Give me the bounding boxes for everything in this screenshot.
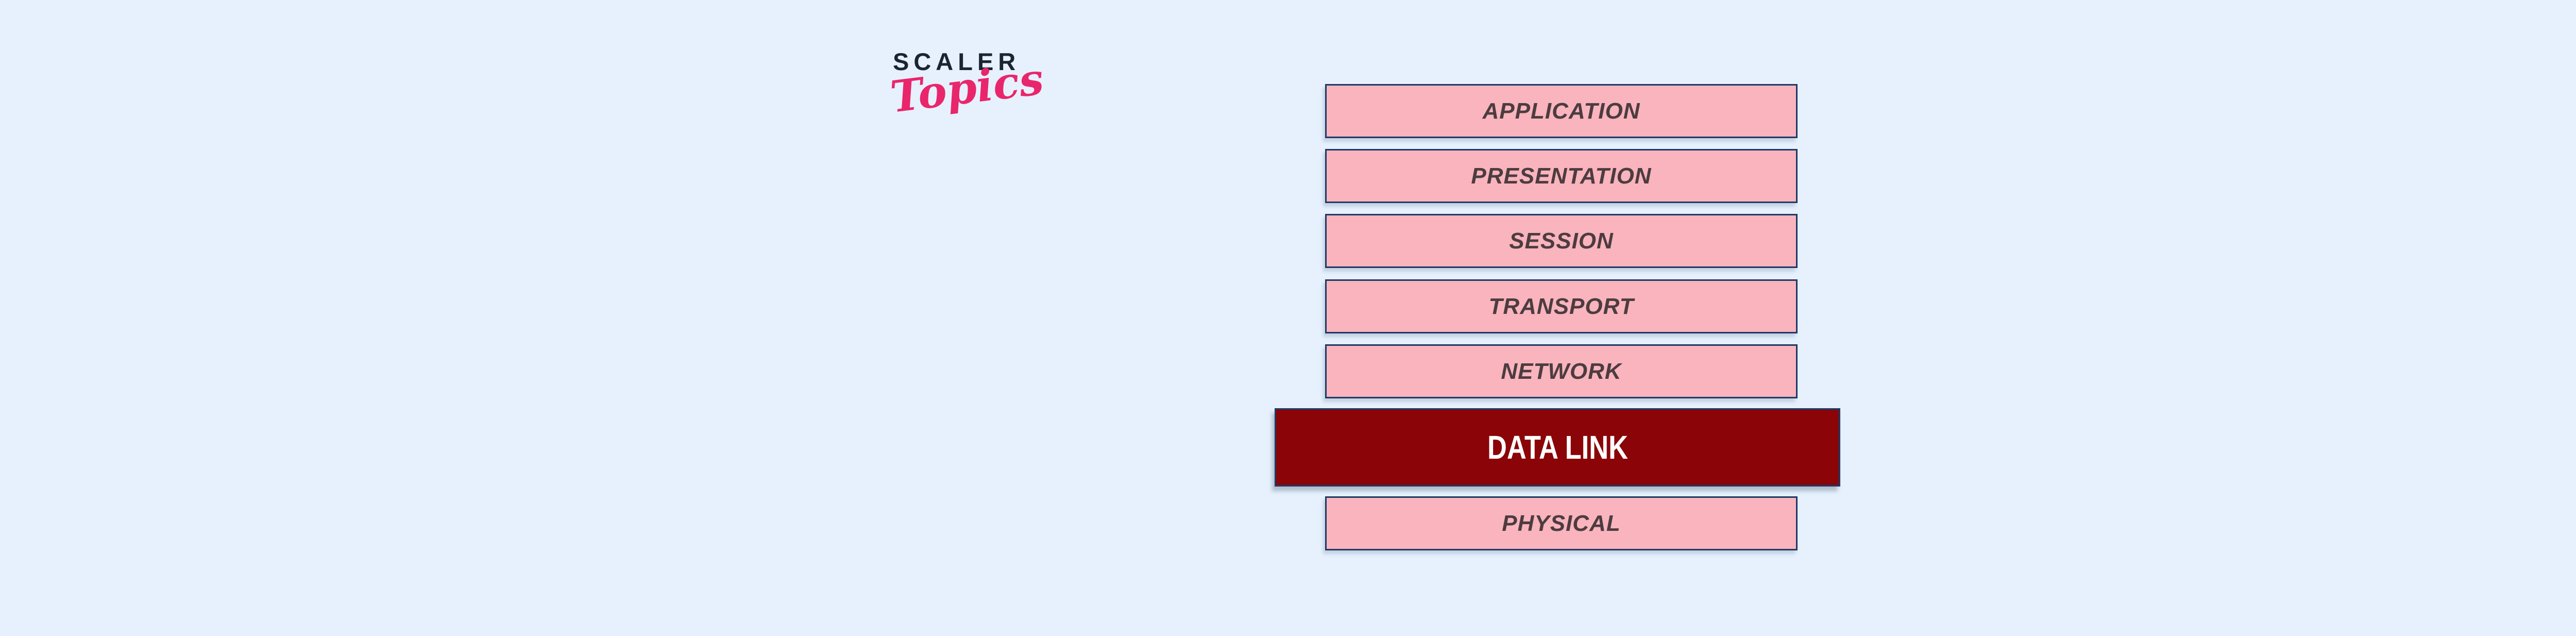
layer-network: NETWORK <box>1325 344 1798 398</box>
layer-session-label: SESSION <box>1509 228 1614 254</box>
layer-transport: TRANSPORT <box>1325 279 1798 333</box>
layer-physical-label: PHYSICAL <box>1502 510 1621 536</box>
layer-network-label: NETWORK <box>1501 358 1622 384</box>
layer-physical: PHYSICAL <box>1325 496 1798 550</box>
scaler-topics-logo: SCALER Topics <box>888 48 1047 123</box>
layer-data-link-label: DATA LINK <box>1487 429 1628 466</box>
layer-transport-label: TRANSPORT <box>1488 293 1634 319</box>
layer-application: APPLICATION <box>1325 84 1798 138</box>
layer-presentation-label: PRESENTATION <box>1471 163 1652 189</box>
layer-application-label: APPLICATION <box>1482 98 1640 124</box>
layer-presentation: PRESENTATION <box>1325 149 1798 203</box>
layer-session: SESSION <box>1325 214 1798 268</box>
logo-scaler-text: SCALER <box>893 48 1021 75</box>
layer-data-link-highlighted: DATA LINK <box>1275 408 1840 487</box>
